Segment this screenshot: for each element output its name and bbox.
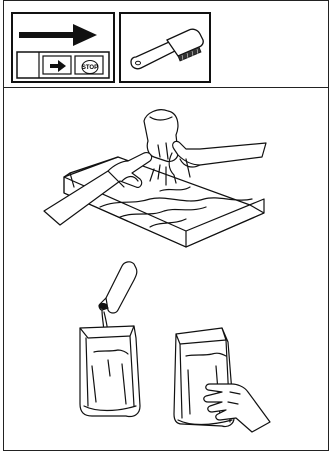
brush-icon [121,14,209,81]
tray-filling-illustration [0,95,334,255]
brush-box [119,12,211,83]
direction-stop-box: STOP [11,12,115,83]
forward-arrow-icon [46,59,70,73]
hand-holding-bag-illustration [170,322,290,442]
stop-label: STOP [82,65,98,71]
stop-button-icon: STOP [80,59,100,75]
